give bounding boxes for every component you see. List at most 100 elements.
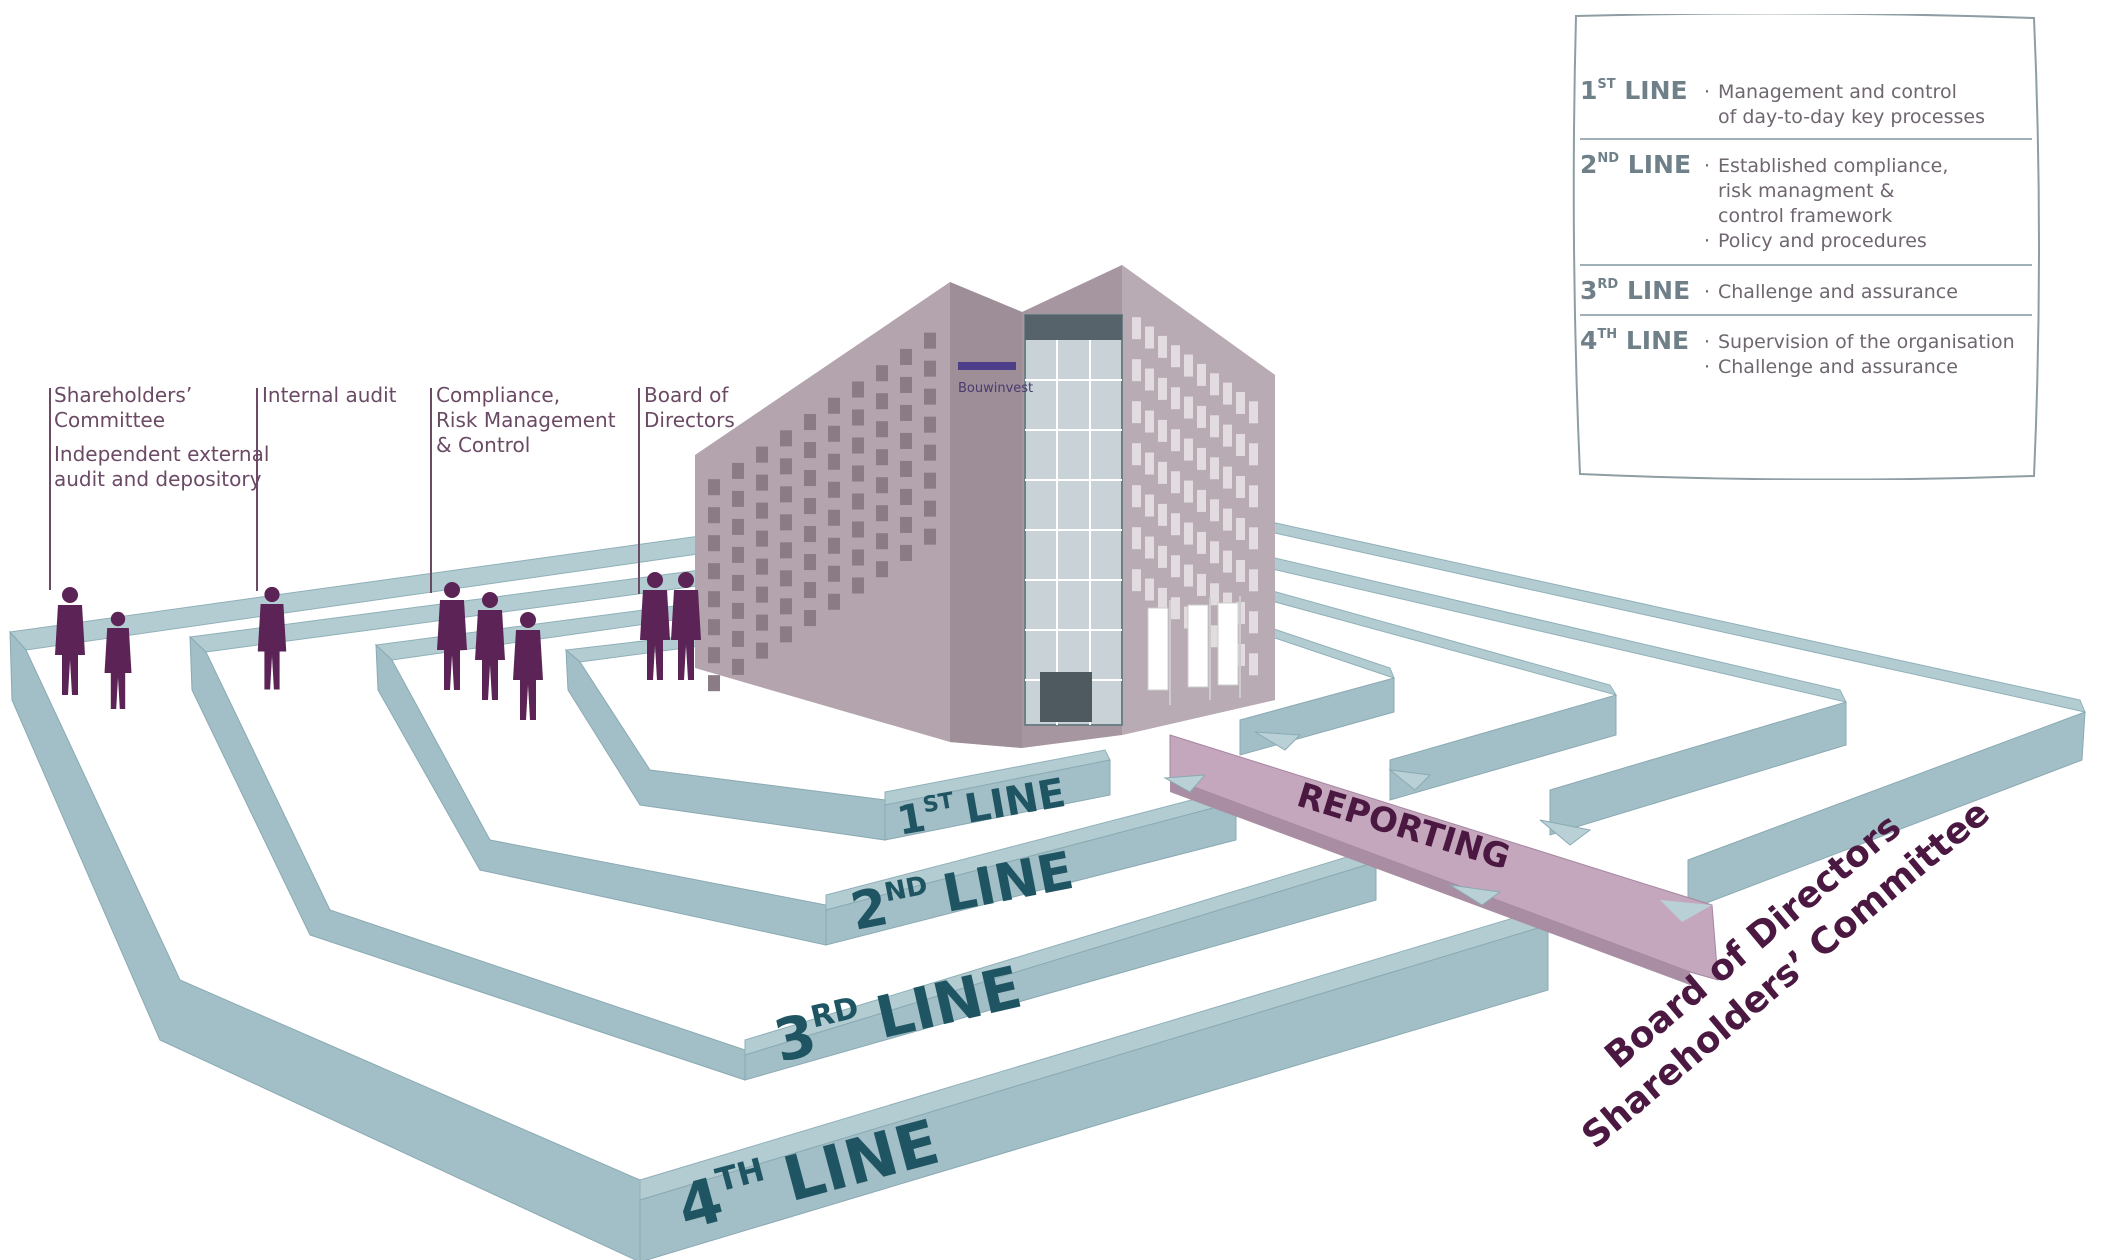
window (852, 493, 864, 510)
window (876, 393, 888, 410)
legend-2-item-2: Policy and procedures (1704, 229, 1948, 254)
window (732, 602, 744, 619)
window (828, 453, 840, 470)
window (1223, 466, 1232, 489)
role-line-internal-audit (256, 388, 258, 591)
line-3-word: LINE (870, 953, 1028, 1052)
window (900, 544, 912, 561)
legend-3-word: LINE (1626, 276, 1691, 305)
window (1158, 461, 1167, 484)
window (1158, 587, 1167, 610)
window (1132, 317, 1141, 340)
window (852, 381, 864, 398)
window (732, 546, 744, 563)
window (1171, 345, 1180, 368)
window (780, 542, 792, 559)
window (1145, 410, 1154, 433)
window (924, 416, 936, 433)
window (1132, 401, 1141, 424)
window (852, 549, 864, 566)
people-figures (55, 572, 701, 720)
role-line-shareholders (49, 388, 51, 590)
window (1158, 377, 1167, 400)
window (1132, 569, 1141, 592)
window (828, 509, 840, 526)
window (756, 586, 768, 603)
window (1210, 415, 1219, 438)
window (1210, 499, 1219, 522)
window (1249, 653, 1258, 676)
window (1210, 625, 1219, 648)
window (1145, 326, 1154, 349)
window (756, 446, 768, 463)
legend-3-num: 3 (1580, 276, 1598, 305)
legend-2-num: 2 (1580, 150, 1598, 179)
window (1171, 471, 1180, 494)
window (900, 516, 912, 533)
legend-2-sup: ND (1597, 151, 1620, 166)
role-line-compliance (430, 388, 432, 593)
window (1132, 485, 1141, 508)
window (1210, 583, 1219, 606)
window (1145, 494, 1154, 517)
window (1171, 429, 1180, 452)
window (804, 498, 816, 515)
window (1236, 475, 1245, 498)
window (1249, 401, 1258, 424)
window (1223, 382, 1232, 405)
window (1249, 569, 1258, 592)
person-figure (55, 587, 85, 695)
window (876, 533, 888, 550)
window (852, 465, 864, 482)
legend-1-sup: ST (1597, 77, 1616, 92)
flags (1147, 596, 1241, 705)
window (924, 500, 936, 517)
window (780, 458, 792, 475)
person-figure (437, 582, 467, 690)
window (852, 437, 864, 454)
window (732, 658, 744, 675)
window (1171, 387, 1180, 410)
window (1184, 480, 1193, 503)
window (780, 486, 792, 503)
window (1158, 503, 1167, 526)
window (876, 505, 888, 522)
window (1184, 354, 1193, 377)
window (708, 619, 720, 636)
window (732, 490, 744, 507)
window (828, 593, 840, 610)
window (708, 591, 720, 608)
window (756, 474, 768, 491)
window (1249, 443, 1258, 466)
window (1236, 433, 1245, 456)
window (1184, 522, 1193, 545)
window (708, 563, 720, 580)
legend-4-item-2: Challenge and assurance (1704, 355, 2015, 380)
line-2-word: LINE (938, 841, 1079, 925)
window (708, 507, 720, 524)
legend-panel: 1ST LINE Management and control of day-t… (1572, 14, 2040, 480)
window (1197, 405, 1206, 428)
window (732, 462, 744, 479)
window (732, 574, 744, 591)
window (1171, 555, 1180, 578)
window (1171, 597, 1180, 620)
window (1197, 489, 1206, 512)
person-figure (257, 586, 287, 690)
window (804, 442, 816, 459)
window (924, 472, 936, 489)
window (876, 561, 888, 578)
person-figure (104, 611, 132, 709)
person-figure (671, 572, 701, 680)
window (1132, 527, 1141, 550)
window (1158, 545, 1167, 568)
wall-4th-line (9, 519, 2086, 1260)
window (780, 626, 792, 643)
window (780, 430, 792, 447)
window (804, 554, 816, 571)
window (900, 348, 912, 365)
